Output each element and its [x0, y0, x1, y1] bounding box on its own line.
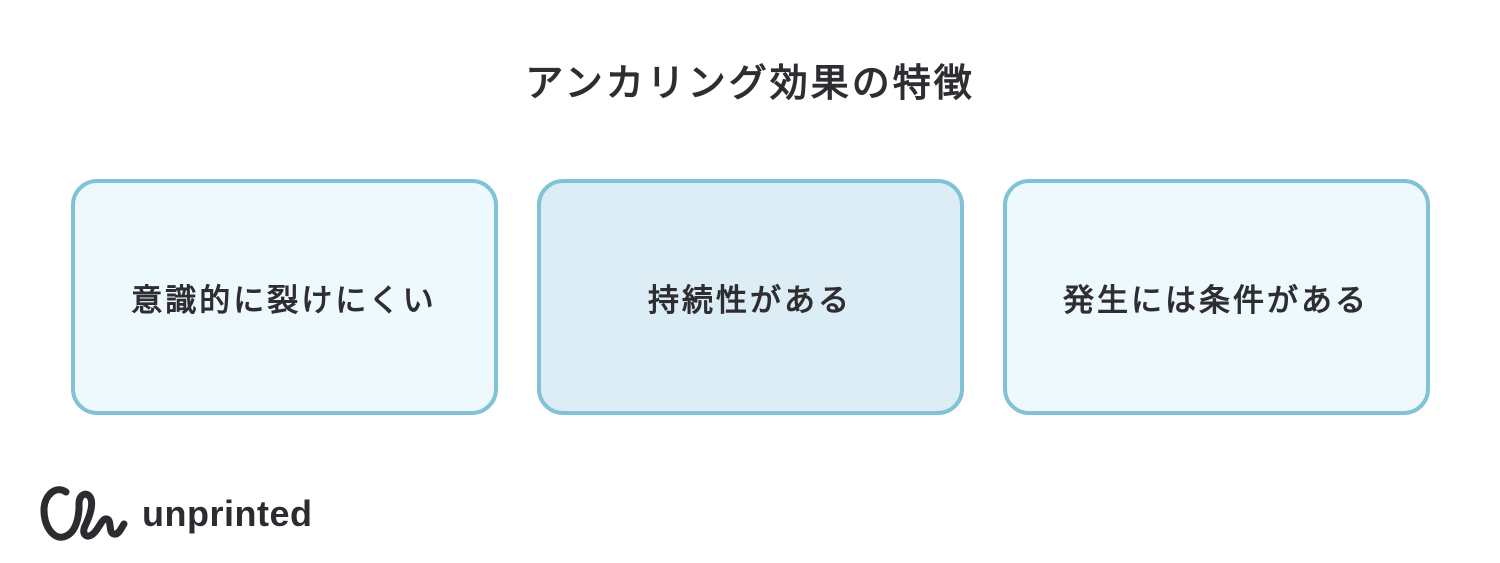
feature-card-persistence: 持続性がある	[536, 179, 964, 415]
page-title: アンカリング効果の特徴	[525, 63, 975, 105]
feature-card-label: 発生には条件がある	[1063, 282, 1369, 318]
feature-card-label: 意識的に裂けにくい	[131, 282, 437, 318]
feature-card-avoidance: 意識的に裂けにくい	[70, 179, 498, 415]
feature-card-conditions: 発生には条件がある	[1002, 179, 1430, 415]
feature-card-label: 持続性がある	[648, 282, 852, 318]
feature-cards-row: 意識的に裂けにくい 持続性がある 発生には条件がある	[0, 179, 1500, 415]
logo-text: unprinted	[142, 493, 313, 534]
unprinted-logo: unprinted	[36, 480, 312, 548]
cursive-squiggle-icon	[40, 486, 128, 541]
